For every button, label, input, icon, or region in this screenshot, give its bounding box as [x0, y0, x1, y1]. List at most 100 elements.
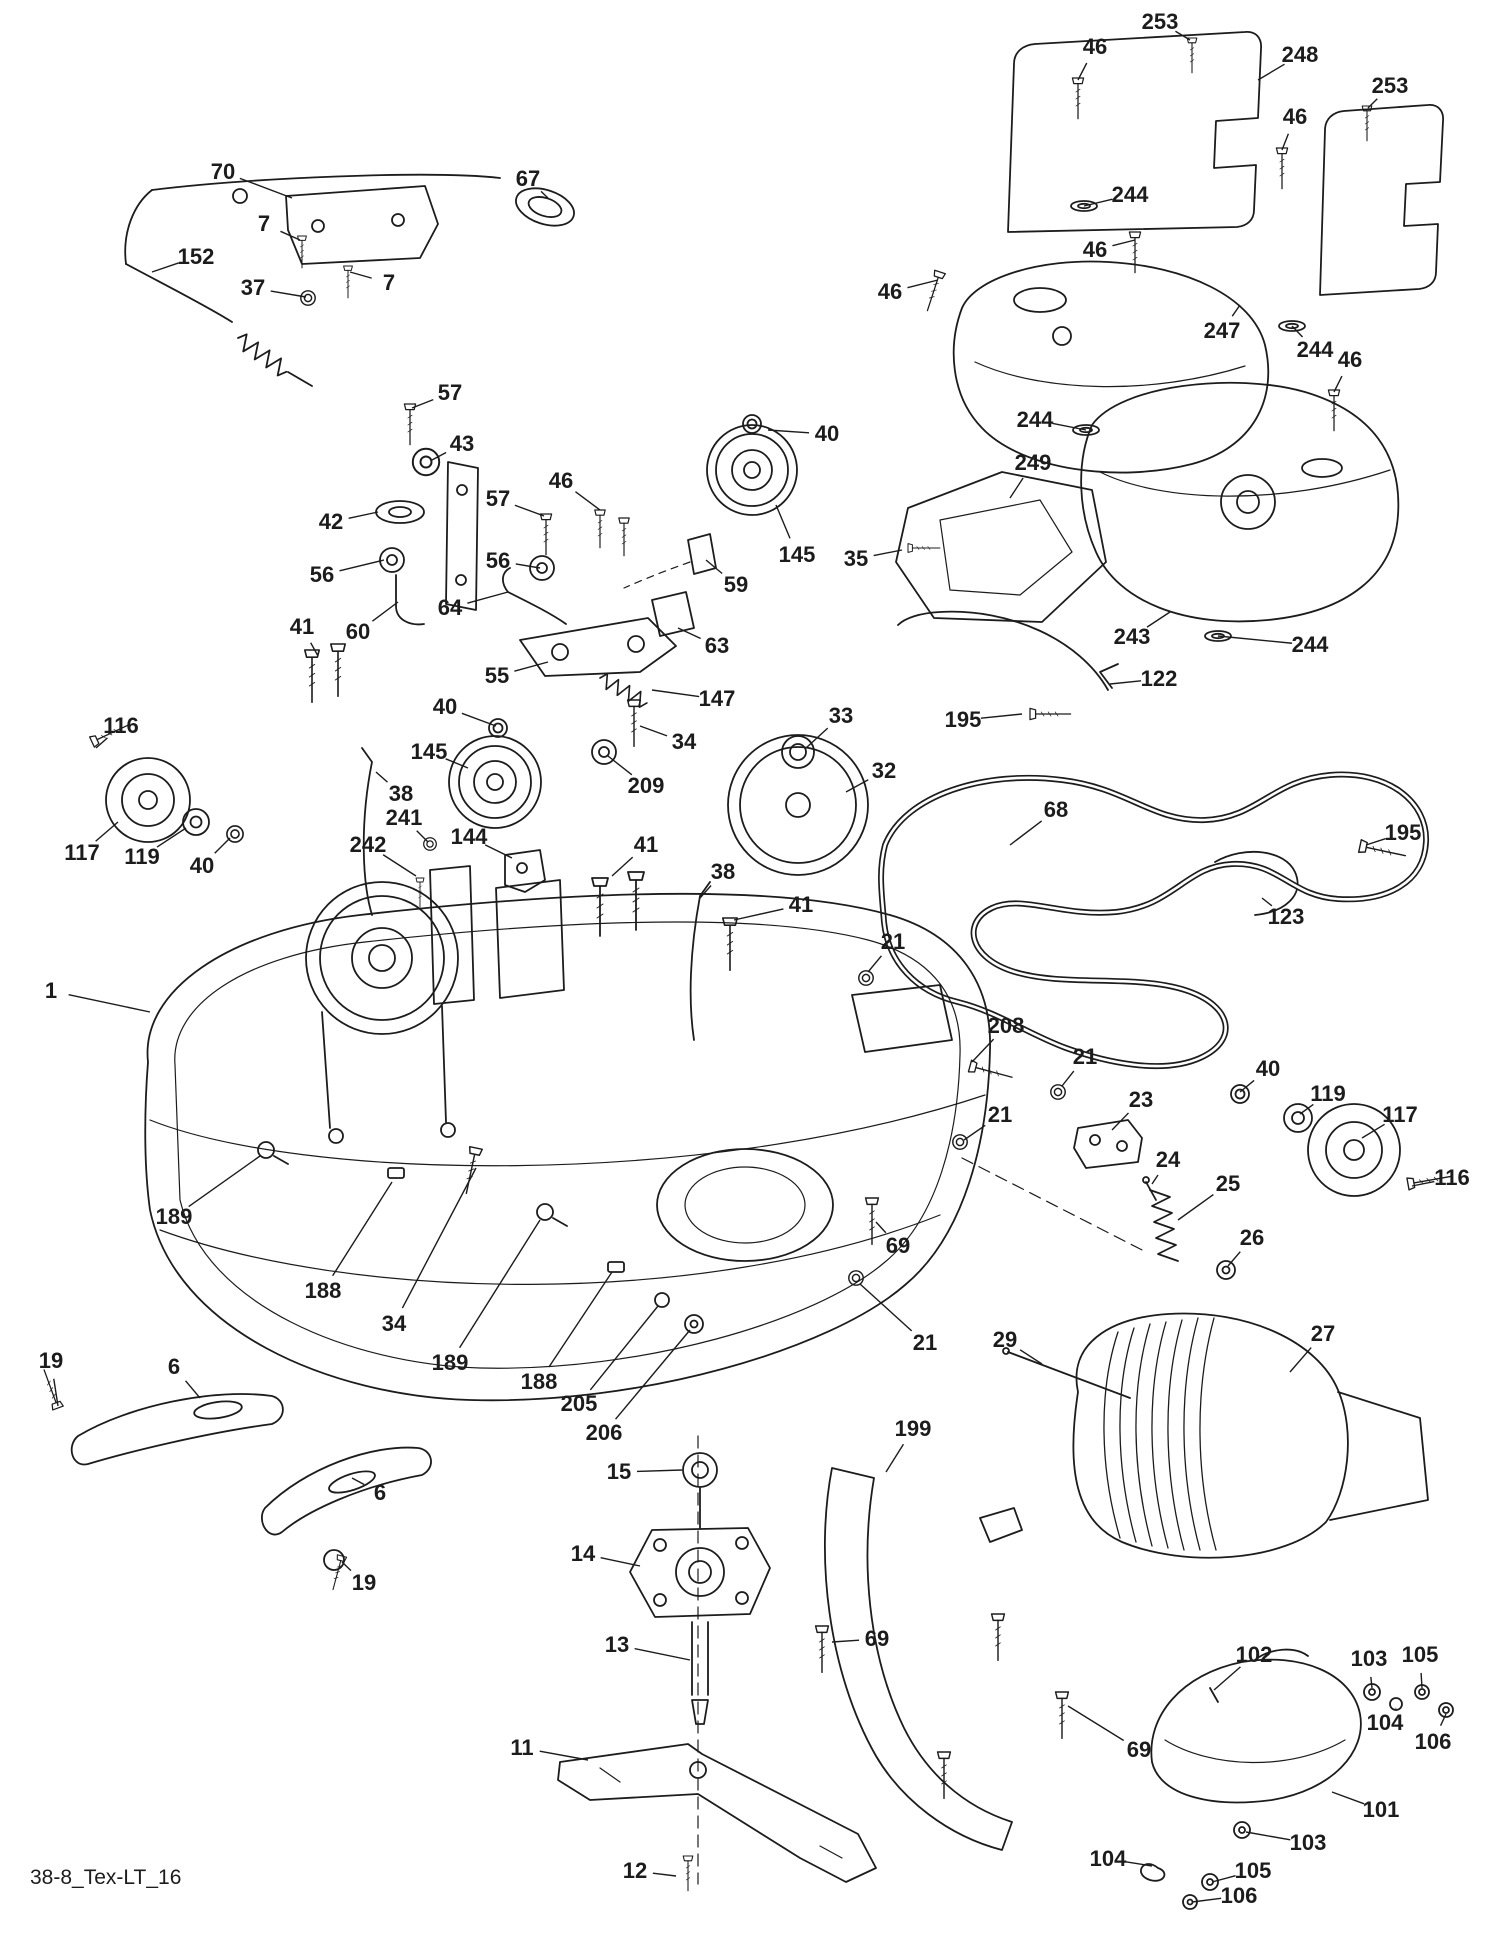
part-callout-63: 63: [704, 633, 730, 658]
part-callout-43: 43: [449, 431, 475, 456]
part-callout-27: 27: [1310, 1321, 1336, 1346]
baffle: [814, 1467, 1070, 1851]
part-callout-21: 21: [987, 1102, 1013, 1127]
upper-chute: [895, 471, 1107, 623]
part-callout-12: 12: [622, 1858, 648, 1883]
part-callout-253: 253: [1141, 9, 1179, 34]
part-callout-35: 35: [843, 546, 869, 571]
part-callout-38: 38: [710, 859, 736, 884]
part-callout-103: 103: [1289, 1830, 1327, 1855]
part-callout-46: 46: [877, 279, 903, 304]
part-callout-241: 241: [385, 805, 423, 830]
part-callout-46: 46: [548, 468, 574, 493]
part-callout-123: 123: [1267, 904, 1305, 929]
control-lever-assembly: [124, 173, 575, 387]
part-callout-32: 32: [871, 758, 897, 783]
drawing-number: 38-8_Tex-LT_16: [30, 1866, 182, 1889]
part-callout-248: 248: [1281, 42, 1319, 67]
part-callout-69: 69: [1126, 1737, 1152, 1762]
part-callout-244: 244: [1296, 337, 1334, 362]
part-callout-26: 26: [1239, 1225, 1265, 1250]
part-callout-147: 147: [698, 686, 736, 711]
part-callout-104: 104: [1089, 1846, 1127, 1871]
gauge-wheel-left: [89, 719, 244, 843]
part-callout-19: 19: [38, 1348, 64, 1373]
lift-rods-and-bolts: [303, 643, 739, 1196]
part-callout-15: 15: [606, 1459, 632, 1484]
part-callout-34: 34: [381, 1311, 407, 1336]
part-callout-242: 242: [349, 832, 387, 857]
part-callout-55: 55: [484, 663, 510, 688]
part-callout-40: 40: [814, 421, 840, 446]
part-callout-59: 59: [723, 572, 749, 597]
part-callout-101: 101: [1362, 1797, 1400, 1822]
part-callout-116: 116: [103, 713, 139, 738]
part-callout-145: 145: [410, 739, 448, 764]
part-callout-119: 119: [1310, 1081, 1346, 1106]
part-callout-117: 117: [1382, 1102, 1418, 1127]
part-callout-244: 244: [1111, 182, 1149, 207]
part-callout-206: 206: [585, 1420, 623, 1445]
part-callout-69: 69: [864, 1626, 890, 1651]
suspension-arms: [38, 1367, 432, 1592]
part-callout-102: 102: [1235, 1642, 1273, 1667]
idler-bracket-assembly: [375, 403, 717, 711]
part-callout-144: 144: [450, 824, 488, 849]
part-callout-188: 188: [304, 1278, 342, 1303]
part-callout-21: 21: [912, 1330, 938, 1355]
part-callout-25: 25: [1215, 1171, 1241, 1196]
part-callout-116: 116: [1434, 1165, 1470, 1190]
belt-and-rods: [878, 610, 1430, 1070]
part-callout-21: 21: [880, 929, 906, 954]
tension-spring-assembly: [961, 1119, 1236, 1399]
part-callout-11: 11: [510, 1735, 534, 1760]
part-callout-42: 42: [318, 509, 344, 534]
part-callout-6: 6: [373, 1480, 387, 1505]
part-callout-64: 64: [437, 595, 463, 620]
part-callout-38: 38: [388, 781, 414, 806]
gauge-wheel-right: [1230, 1084, 1453, 1197]
part-callout-249: 249: [1014, 450, 1052, 475]
part-callout-7: 7: [257, 211, 271, 236]
idler-pulleys: [448, 414, 869, 876]
part-callout-60: 60: [345, 619, 371, 644]
part-callout-37: 37: [240, 275, 266, 300]
part-callout-104: 104: [1366, 1710, 1404, 1735]
part-callout-189: 189: [155, 1204, 193, 1229]
part-callout-244: 244: [1016, 407, 1054, 432]
part-callout-188: 188: [520, 1369, 558, 1394]
part-callout-244: 244: [1291, 632, 1329, 657]
part-callout-145: 145: [778, 542, 816, 567]
part-callout-46: 46: [1082, 237, 1108, 262]
part-callout-253: 253: [1371, 73, 1409, 98]
belt-covers: [921, 200, 1400, 642]
part-callout-34: 34: [671, 729, 697, 754]
part-callout-1: 1: [44, 978, 58, 1003]
part-callout-105: 105: [1234, 1858, 1272, 1883]
part-callout-46: 46: [1282, 104, 1308, 129]
part-callout-68: 68: [1043, 797, 1069, 822]
part-callout-33: 33: [828, 703, 854, 728]
part-callout-56: 56: [485, 548, 511, 573]
part-callout-189: 189: [431, 1350, 469, 1375]
part-callout-195: 195: [944, 707, 982, 732]
part-callout-70: 70: [210, 159, 236, 184]
part-callout-106: 106: [1414, 1729, 1452, 1754]
part-callout-19: 19: [351, 1570, 377, 1595]
part-callout-29: 29: [992, 1327, 1018, 1352]
part-callout-40: 40: [1255, 1056, 1281, 1081]
part-callout-209: 209: [627, 773, 665, 798]
part-callout-46: 46: [1082, 34, 1108, 59]
part-callout-41: 41: [788, 892, 814, 917]
part-callout-195: 195: [1384, 820, 1422, 845]
part-callout-6: 6: [167, 1354, 181, 1379]
part-callout-103: 103: [1350, 1646, 1388, 1671]
part-callout-40: 40: [189, 853, 215, 878]
part-callout-23: 23: [1128, 1087, 1154, 1112]
part-callout-199: 199: [894, 1416, 932, 1441]
part-callout-21: 21: [1072, 1044, 1098, 1069]
part-callout-57: 57: [437, 380, 463, 405]
part-callout-24: 24: [1155, 1147, 1181, 1172]
